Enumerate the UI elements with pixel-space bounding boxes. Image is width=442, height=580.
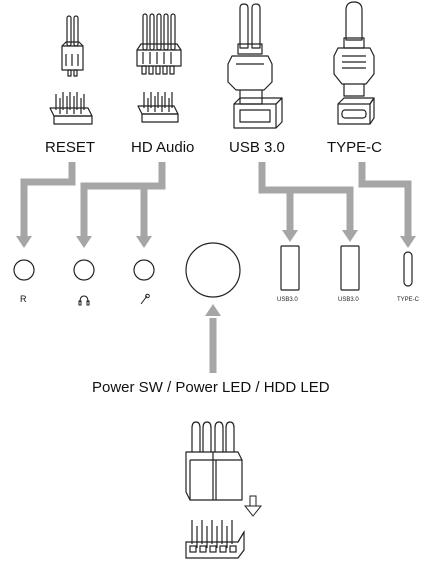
connection-arrows (20, 162, 412, 373)
connector-label-usb3: USB 3.0 (229, 139, 285, 156)
arrow-usb3-right (258, 162, 354, 232)
reset-button-icon (13, 259, 35, 281)
connector-label-hd-audio: HD Audio (131, 139, 195, 156)
usb3-connector-icon (227, 3, 283, 129)
hd-audio-header-icon (137, 92, 179, 123)
power-pin-header-icon (185, 520, 245, 559)
port-label-usb3-left: USB3.0 (277, 297, 298, 303)
reset-connector-icon (61, 15, 84, 77)
port-label-reset: R (20, 294, 27, 304)
hd-audio-connector-icon (136, 13, 182, 75)
power-header-label: Power SW / Power LED / HDD LED (92, 379, 330, 396)
port-label-usb3-right: USB3.0 (338, 297, 359, 303)
port-label-type-c: TYPE-C (397, 297, 420, 303)
usb3-port-icon (340, 245, 360, 291)
connector-label-type-c: TYPE-C (327, 139, 383, 156)
usb3-port-icon (280, 245, 300, 291)
arrow-hd-audio-headphone (80, 162, 166, 238)
microphone-jack-circle (133, 259, 155, 281)
reset-header-icon (49, 92, 93, 125)
headphone-jack-icon (78, 295, 90, 306)
arrow-heads (16, 230, 416, 316)
type-c-port-icon (403, 251, 413, 287)
arrow-reset (20, 162, 76, 238)
power-header-connector-icon (185, 421, 243, 501)
microphone-jack-icon (140, 293, 150, 305)
connector-label-reset: RESET (45, 139, 96, 156)
power-button-icon (185, 242, 241, 298)
insert-direction-arrow (243, 495, 263, 517)
headphone-jack-circle (73, 259, 95, 281)
arrow-type-c (358, 162, 412, 238)
type-c-connector-icon (333, 1, 375, 125)
